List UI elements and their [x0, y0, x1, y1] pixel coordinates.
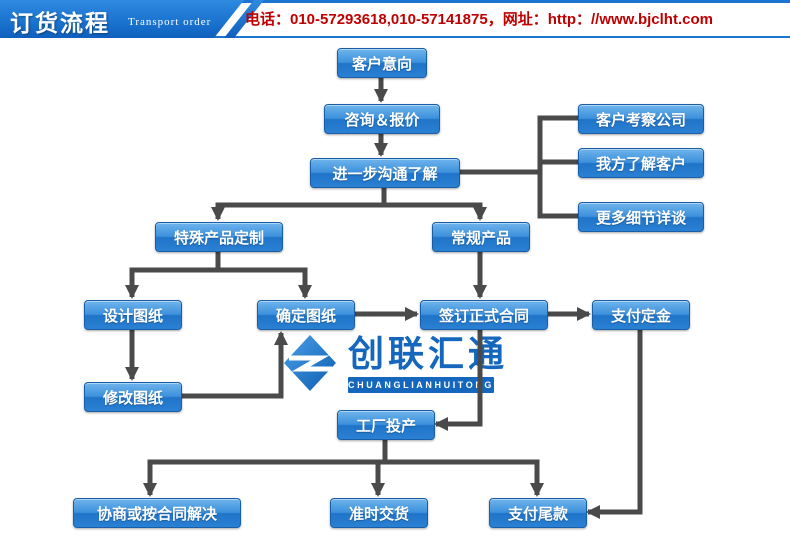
- page-subtitle: Transport order: [128, 16, 212, 28]
- contact-info: 电话：010-57293618,010-57141875，网址：http：//w…: [245, 10, 713, 28]
- header: 订货流程 Transport order 电话：010-57293618,010…: [0, 0, 790, 38]
- node-modify-drawing: 修改图纸: [84, 382, 182, 412]
- logo-diamond-icon: [284, 335, 336, 391]
- logo-name-cn: 创联汇通: [348, 333, 509, 374]
- node-regular-product: 常规产品: [432, 222, 530, 252]
- company-logo: 创联汇通 CHUANGLIANHUITONG: [282, 333, 508, 393]
- node-special-product-custom: 特殊产品定制: [155, 222, 283, 252]
- header-bottom-line: [0, 36, 790, 38]
- node-we-know-client: 我方了解客户: [578, 148, 704, 178]
- node-negotiate-resolve: 协商或按合同解决: [73, 498, 241, 528]
- node-further-communication: 进一步沟通了解: [310, 158, 460, 188]
- node-pay-balance: 支付尾款: [489, 498, 587, 528]
- node-factory-production: 工厂投产: [337, 410, 435, 440]
- node-client-visit-company: 客户考察公司: [578, 104, 704, 134]
- header-top-line: [0, 0, 790, 3]
- header-brand-band: [0, 0, 244, 38]
- node-sign-contract: 签订正式合同: [420, 300, 548, 330]
- node-design-drawing: 设计图纸: [84, 300, 182, 330]
- node-confirm-drawing: 确定图纸: [257, 300, 355, 330]
- node-consult-quote: 咨询＆报价: [324, 104, 440, 134]
- node-pay-deposit: 支付定金: [592, 300, 690, 330]
- logo-text: 创联汇通 CHUANGLIANHUITONG: [348, 333, 508, 393]
- logo-name-en: CHUANGLIANHUITONG: [348, 377, 494, 393]
- node-on-time-delivery: 准时交货: [330, 498, 428, 528]
- node-more-details: 更多细节详谈: [578, 202, 704, 232]
- node-customer-intent: 客户意向: [337, 48, 427, 78]
- page-title: 订货流程: [10, 11, 110, 36]
